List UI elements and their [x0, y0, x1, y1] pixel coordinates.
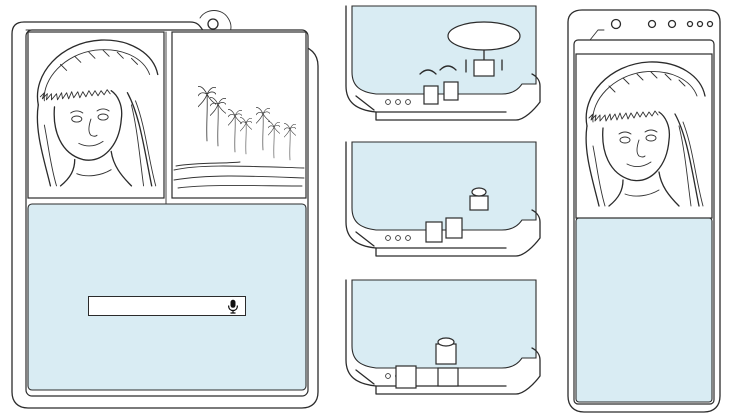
fold-detail-view-bottom	[345, 279, 541, 395]
camera-dot-icon	[610, 18, 622, 30]
panel-palm-trees	[171, 31, 307, 199]
search-input[interactable]	[93, 299, 221, 313]
panel-portrait	[27, 31, 165, 199]
camera-dot-icon	[667, 19, 677, 29]
panel-portrait-right	[575, 53, 713, 219]
camera-dot-icon	[706, 20, 714, 28]
camera-dot-icon	[686, 20, 694, 28]
microphone-icon[interactable]	[227, 299, 239, 314]
search-bar[interactable]	[88, 296, 246, 316]
fold-detail-view-top	[345, 5, 541, 121]
camera-dot-icon	[696, 20, 704, 28]
camera-dot-icon	[207, 18, 219, 30]
fold-detail-view-middle	[345, 141, 541, 257]
right-device	[567, 9, 721, 413]
left-device	[11, 10, 319, 409]
camera-dot-icon	[647, 19, 657, 29]
